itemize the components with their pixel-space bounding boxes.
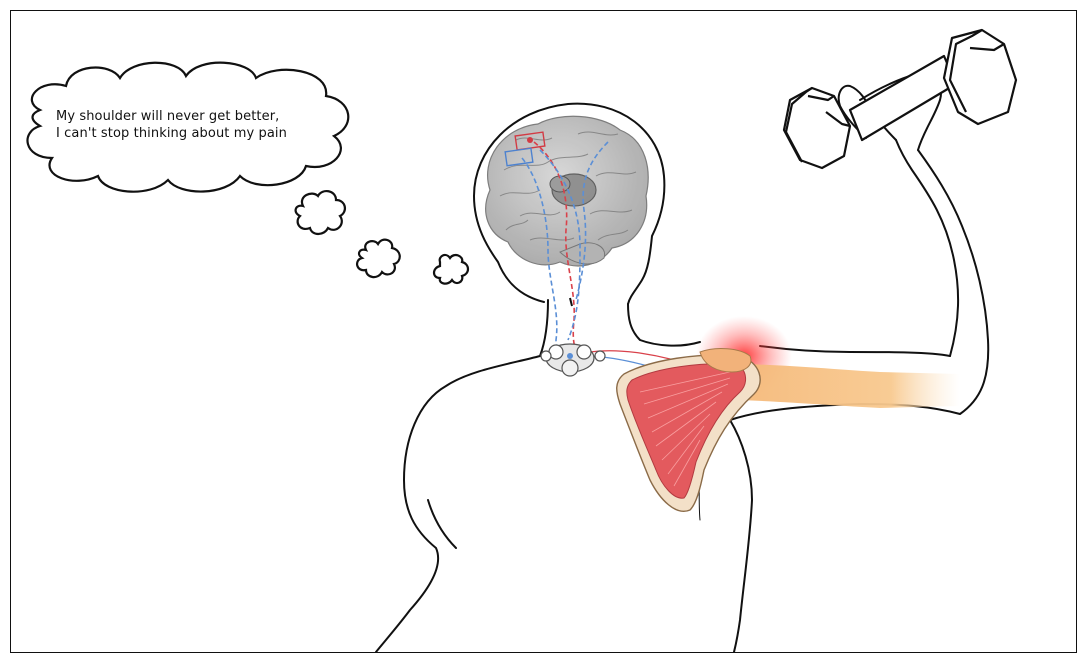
scapula-muscle-icon [617,349,760,512]
thought-bubble-small-icon [296,191,468,284]
tendon-band [730,364,960,408]
spinal-cord-icon [541,344,605,376]
thought-line-1: My shoulder will never get better, [56,108,356,125]
thought-line-2: I can't stop thinking about my pain [56,125,356,142]
thought-text: My shoulder will never get better, I can… [56,108,356,142]
brain-icon [486,116,648,266]
